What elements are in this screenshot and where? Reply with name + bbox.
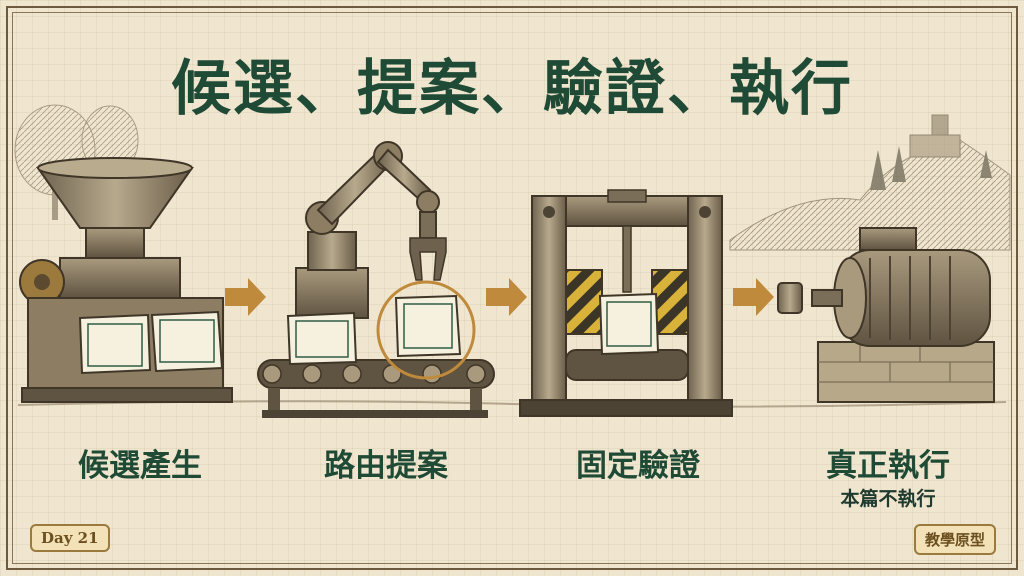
outer-frame (6, 6, 1018, 570)
stage-label-candidate-generation: 候選產生 (78, 448, 202, 484)
router-robot-arm (295, 141, 447, 319)
candidate-generator-machine (19, 157, 233, 403)
generated-card-2 (150, 310, 224, 373)
stage-label-real-execution: 真正執行 (826, 448, 950, 484)
day-badge: Day 21 (30, 524, 110, 552)
inner-frame (12, 12, 1012, 564)
background-hills-castle (729, 114, 1011, 251)
page-title: 候選、提案、驗證、執行 (171, 54, 853, 124)
conveyor-belt-stage-2 (257, 359, 495, 418)
validated-card (598, 292, 660, 356)
arrow-right-icon-3 (733, 278, 774, 316)
proposal-card-waiting (286, 311, 358, 366)
arrow-right-icon-1 (225, 278, 266, 316)
selected-proposal-card (376, 280, 476, 380)
stage-label-route-proposal: 路由提案 (324, 448, 448, 484)
generated-card-1 (78, 313, 152, 375)
prototype-badge: 教學原型 (913, 524, 996, 555)
stage-label-fixed-validation: 固定驗證 (576, 448, 700, 484)
stage-sublabel-not-executed: 本篇不執行 (840, 488, 936, 510)
execution-motor (777, 227, 995, 403)
arrow-right-icon-2 (486, 278, 527, 316)
background-trees (14, 104, 139, 220)
